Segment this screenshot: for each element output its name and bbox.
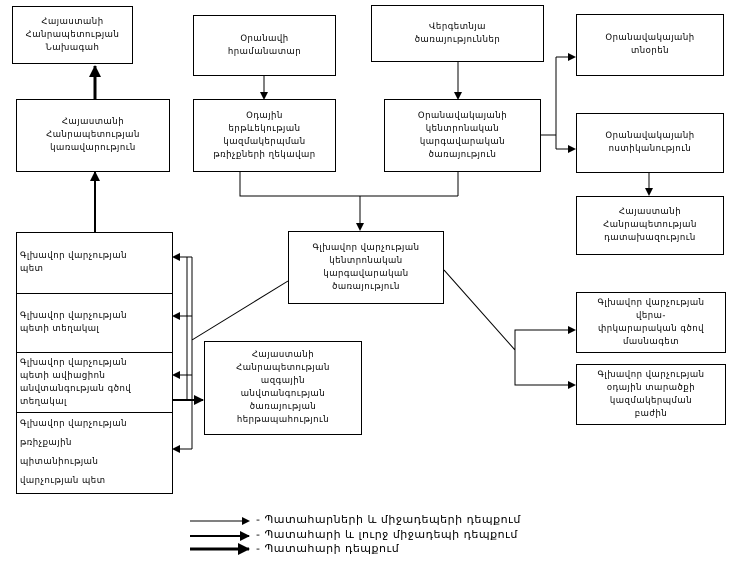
airport-police-box: Օրանավակայանի ոստիկանություն	[576, 113, 724, 173]
prosecutor-box: Հայաստանի Հանրապետության դատախազություն	[576, 196, 724, 255]
search-rescue-specialist-box: Գլխավոր վարչության վերա- փրկարարական գծո…	[576, 292, 726, 353]
chief-box: Գլխավոր վարչության պետ	[16, 232, 173, 293]
aircraft-commander-box: Օրանավի հրամանատար	[193, 15, 336, 76]
airport-director-box: Օրանավակայանի տնօրեն	[576, 14, 724, 76]
main-central-control-box: Գլխավոր վարչության կենտրոնական կարգավարա…	[288, 231, 444, 304]
airworthiness-chief-box: Գլխավոր վարչության թռիչքային պիտանիությա…	[16, 412, 173, 494]
ground-services-box: Վերգետնյա ծառայություններ	[371, 5, 544, 62]
airport-central-control-box: Օրանավակայանի կենտրոնական կարգավարական ծ…	[384, 99, 541, 172]
legend-item-thin: - Պատահարների և միջադեպերի դեպքում	[256, 513, 521, 526]
legend-item-thick: - Պատահարի դեպքում	[256, 542, 400, 555]
airspace-organization-box: Գլխավոր վարչության օդային տարածքի կազմակ…	[576, 364, 726, 425]
government-box: Հայաստանի Հանրապետության կառավարություն	[16, 99, 170, 172]
legend-item-medium: - Պատահարի և լուրջ միջադեպի դեպքում	[256, 528, 518, 541]
national-security-duty-box: Հայաստանի Հանրապետության ազգային անվտանգ…	[204, 341, 362, 435]
deputy-chief-box: Գլխավոր վարչության պետի տեղակալ	[16, 293, 173, 352]
deputy-security-box: Գլխավոր վարչության պետի ավիացիոն անվտանգ…	[16, 352, 173, 412]
flight-director-box: Օդային երթևեկության կազմակերպման թռիչքնե…	[193, 99, 336, 172]
president-box: Հայաստանի Հանրապետության Նախագահ	[12, 6, 133, 64]
